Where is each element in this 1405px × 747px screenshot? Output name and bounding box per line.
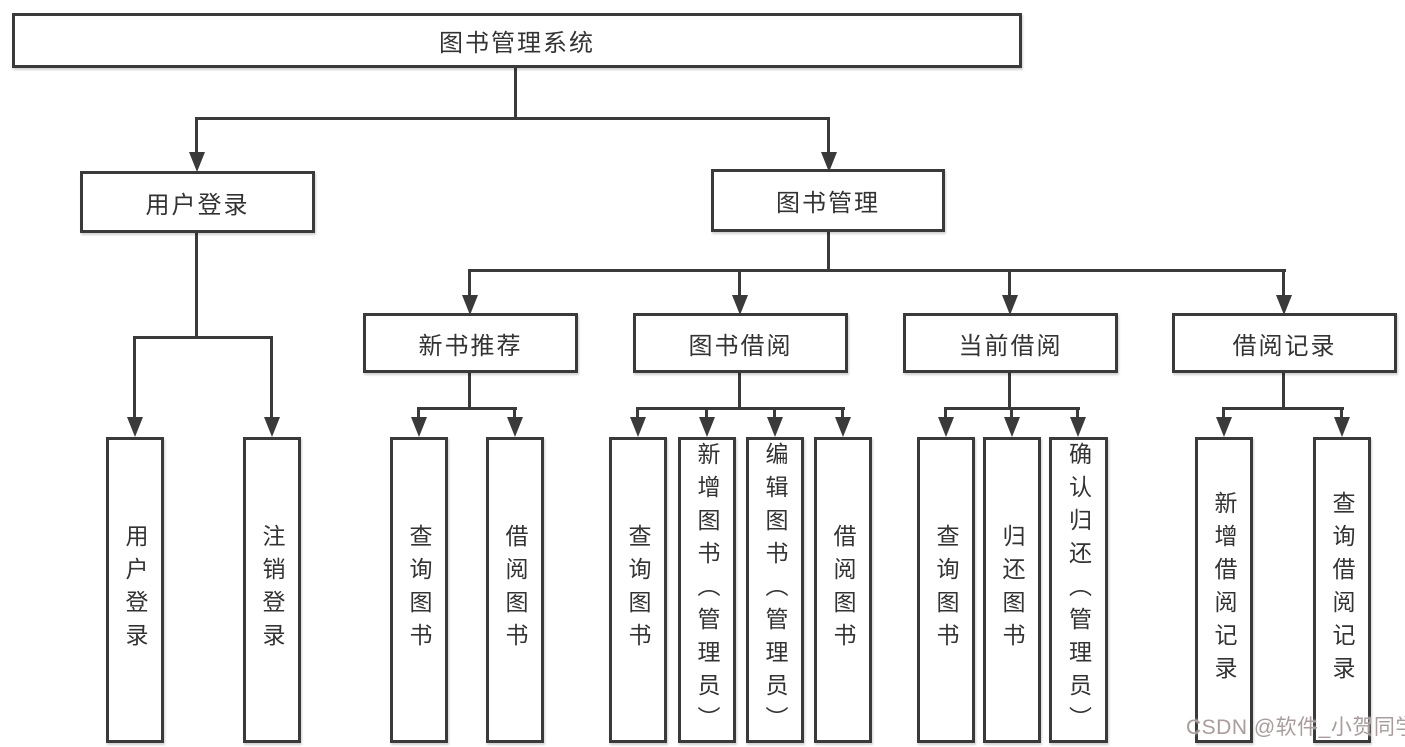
- node-current-borrowing: 当前借阅: [903, 313, 1118, 373]
- arrow-down-icon: [1276, 295, 1292, 315]
- node-label: 用户登录: [145, 191, 250, 219]
- leaf-borrow-books-recommend: 借阅图书: [486, 437, 544, 743]
- arrow-down-icon: [1334, 417, 1350, 437]
- leaf-query-books-recommend: 查询图书: [390, 437, 448, 743]
- leaf-user-login: 用户登录: [106, 437, 164, 743]
- leaf-add-book-admin: 新增图书（管理员）: [678, 437, 736, 743]
- node-label: 查询图书: [406, 524, 432, 656]
- arrow-down-icon: [1070, 417, 1086, 437]
- arrow-down-icon: [507, 417, 523, 437]
- node-label: 新书推荐: [418, 332, 523, 360]
- arrow-down-icon: [630, 417, 646, 437]
- node-label: 图书借阅: [688, 332, 793, 360]
- node-label: 注销登录: [259, 524, 285, 656]
- connector-line: [133, 336, 273, 339]
- leaf-borrow-books: 借阅图书: [814, 437, 872, 743]
- arrow-down-icon: [127, 417, 143, 437]
- leaf-query-books-current: 查询图书: [917, 437, 975, 743]
- connector-line: [1222, 407, 1344, 410]
- connector-line: [1008, 269, 1011, 297]
- node-label: 查询图书: [625, 524, 651, 656]
- connector-line: [468, 372, 471, 410]
- arrow-down-icon: [732, 295, 748, 315]
- node-label: 编辑图书（管理员）: [762, 441, 788, 739]
- arrow-down-icon: [821, 152, 837, 172]
- arrow-down-icon: [1002, 295, 1018, 315]
- node-new-book-recommend: 新书推荐: [363, 313, 578, 373]
- connector-line: [738, 372, 741, 410]
- arrow-down-icon: [462, 295, 478, 315]
- node-book-borrowing: 图书借阅: [633, 313, 848, 373]
- connector-line: [636, 407, 639, 419]
- node-label: 查询图书: [933, 524, 959, 656]
- connector-line: [1010, 407, 1013, 419]
- connector-line: [1008, 372, 1011, 410]
- node-label: 新增借阅记录: [1211, 491, 1237, 689]
- connector-line: [513, 407, 516, 419]
- connector-line: [636, 407, 845, 410]
- arrow-down-icon: [1216, 417, 1232, 437]
- connector-line: [196, 117, 830, 120]
- leaf-query-books-borrow: 查询图书: [609, 437, 667, 743]
- connector-line: [270, 336, 273, 418]
- connector-line: [514, 67, 517, 118]
- arrow-down-icon: [699, 417, 715, 437]
- leaf-return-book: 归还图书: [983, 437, 1041, 743]
- node-label: 归还图书: [999, 524, 1025, 656]
- connector-line: [841, 407, 844, 419]
- connector-line: [1282, 269, 1285, 297]
- connector-line: [195, 117, 198, 153]
- leaf-confirm-return-admin: 确认归还（管理员）: [1049, 437, 1108, 743]
- node-label: 查询借阅记录: [1329, 491, 1355, 689]
- node-label: 借阅图书: [502, 524, 528, 656]
- connector-line: [417, 407, 420, 419]
- connector-line: [468, 269, 1286, 272]
- arrow-down-icon: [189, 152, 205, 172]
- leaf-edit-book-admin: 编辑图书（管理员）: [746, 437, 804, 743]
- connector-line: [133, 336, 136, 418]
- connector-line: [1222, 407, 1225, 419]
- csdn-watermark: CSDN @软件_小贺同学: [1186, 716, 1405, 739]
- node-label: 图书管理系统: [439, 30, 595, 57]
- leaf-add-borrow-record: 新增借阅记录: [1195, 437, 1253, 743]
- connector-line: [195, 233, 198, 337]
- arrow-down-icon: [264, 417, 280, 437]
- node-label: 当前借阅: [958, 332, 1063, 360]
- node-label: 新增图书（管理员）: [694, 441, 720, 739]
- node-library-system: 图书管理系统: [12, 13, 1022, 68]
- node-borrowing-records: 借阅记录: [1172, 313, 1397, 373]
- leaf-query-borrow-record: 查询借阅记录: [1313, 437, 1371, 743]
- node-user-login: 用户登录: [80, 171, 315, 233]
- connector-line: [827, 117, 830, 153]
- node-label: 借阅图书: [830, 524, 856, 656]
- connector-line: [827, 232, 830, 272]
- connector-line: [773, 407, 776, 419]
- node-book-management: 图书管理: [711, 169, 945, 232]
- connector-line: [417, 407, 517, 410]
- connector-line: [1282, 372, 1285, 410]
- connector-line: [1076, 407, 1079, 419]
- leaf-logout: 注销登录: [243, 437, 301, 743]
- connector-line: [468, 269, 471, 297]
- arrow-down-icon: [411, 417, 427, 437]
- arrow-down-icon: [835, 417, 851, 437]
- arrow-down-icon: [767, 417, 783, 437]
- node-label: 借阅记录: [1232, 332, 1337, 360]
- connector-line: [705, 407, 708, 419]
- connector-line: [944, 407, 947, 419]
- node-label: 用户登录: [122, 524, 148, 656]
- node-label: 图书管理: [776, 190, 880, 217]
- connector-line: [738, 269, 741, 297]
- connector-line: [1340, 407, 1343, 419]
- arrow-down-icon: [1004, 417, 1020, 437]
- node-label: 确认归还（管理员）: [1065, 441, 1092, 739]
- arrow-down-icon: [938, 417, 954, 437]
